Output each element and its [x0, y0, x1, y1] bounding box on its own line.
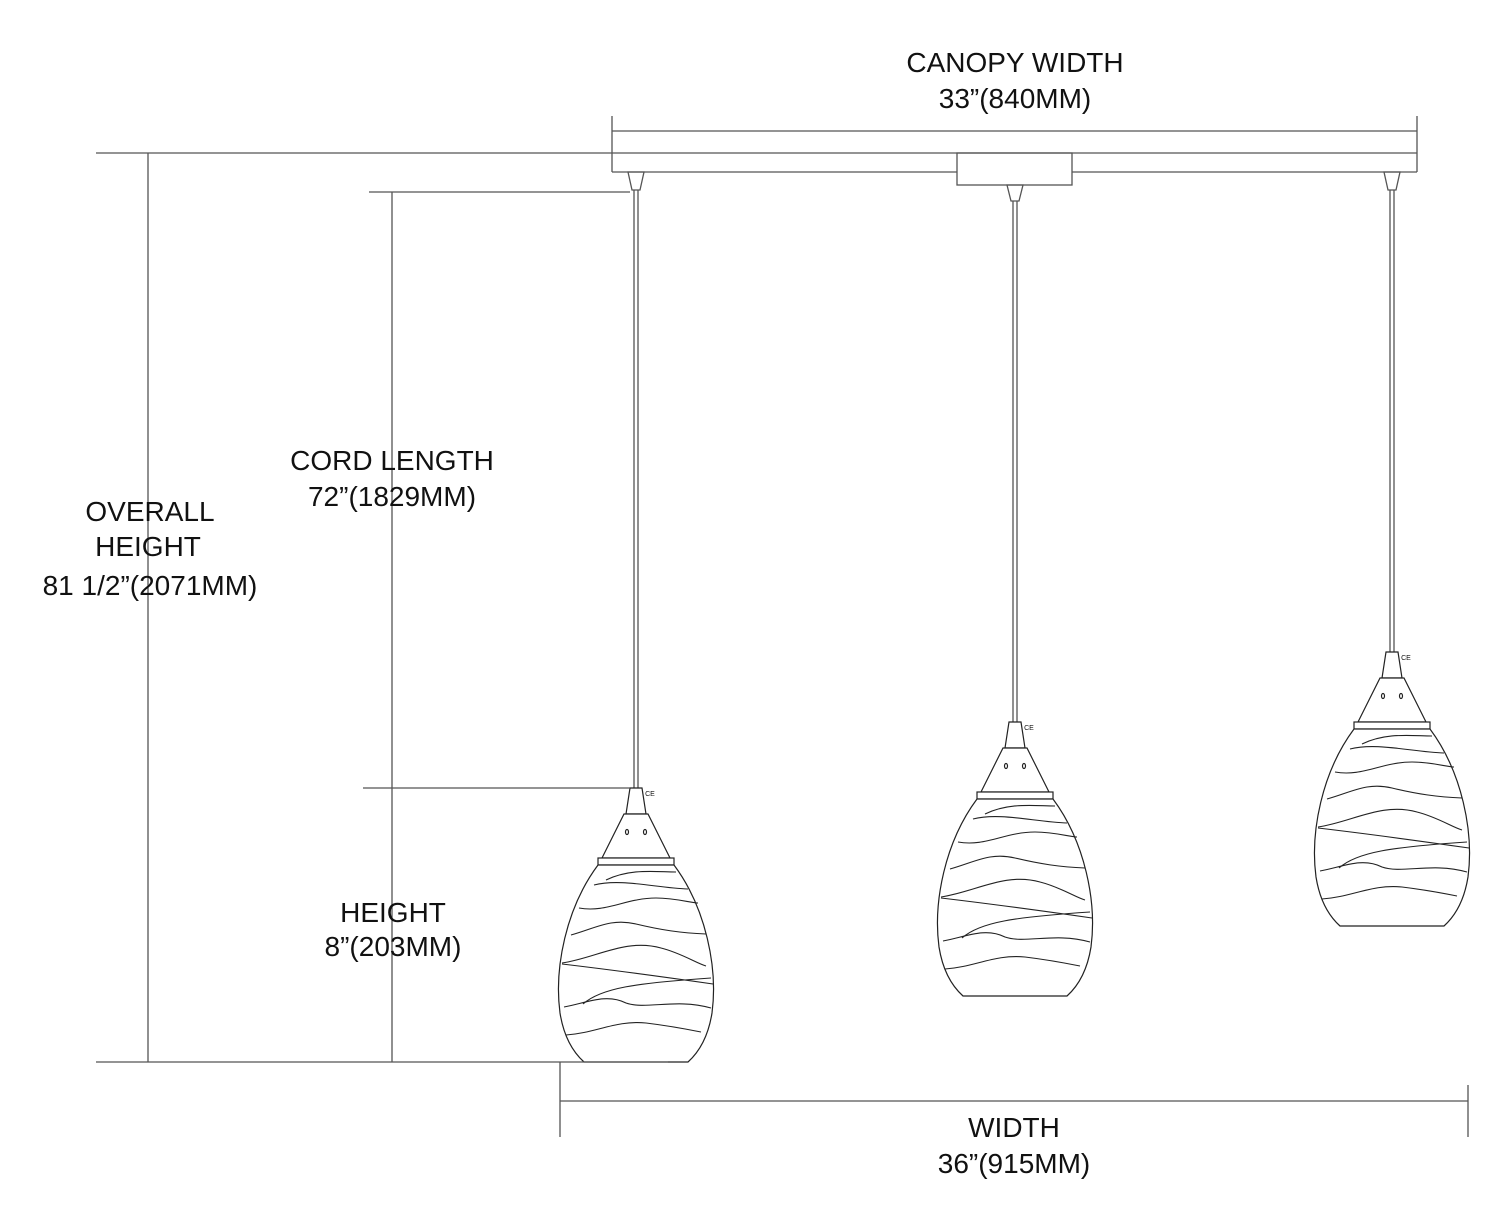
overall-height-label-2: HEIGHT	[95, 531, 201, 562]
width-value: 36”(915MM)	[938, 1148, 1090, 1179]
pendant-right	[1313, 651, 1471, 927]
pendant-left	[557, 787, 715, 1063]
width-label: WIDTH	[968, 1112, 1060, 1143]
height-value: 8”(203MM)	[325, 931, 462, 962]
canopy-width-value: 33”(840MM)	[939, 83, 1091, 114]
pendant-center	[936, 721, 1094, 997]
canopy-width-label: CANOPY WIDTH	[906, 47, 1123, 78]
cords	[633, 190, 1395, 788]
canopy	[96, 116, 1418, 202]
overall-height-value: 81 1/2”(2071MM)	[43, 570, 258, 601]
cord-length-value: 72”(1829MM)	[308, 481, 476, 512]
overall-height-label-1: OVERALL	[85, 496, 214, 527]
cord-length-label: CORD LENGTH	[290, 445, 494, 476]
dimension-lines	[96, 153, 1469, 1137]
height-label: HEIGHT	[340, 897, 446, 928]
